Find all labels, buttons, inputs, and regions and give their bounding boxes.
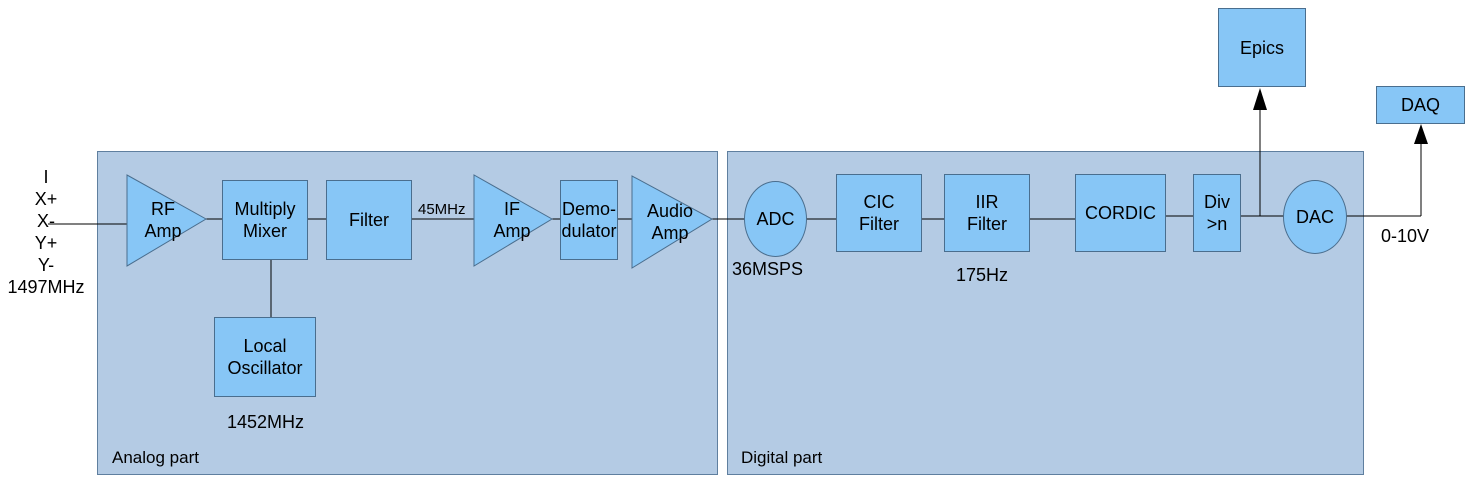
rf-amp-label: RF Amp <box>144 199 182 241</box>
analog-part-label: Analog part <box>112 448 199 467</box>
dac-block: DAC <box>1283 180 1347 254</box>
iir-frequency-label: 175Hz <box>956 265 1009 285</box>
dac-range-label: 0-10V <box>1381 226 1430 246</box>
input-signals-label: I X+ X- Y+ Y- 1497MHz <box>7 167 85 297</box>
iir-filter-block: IIR Filter <box>944 174 1030 252</box>
audio-amp-triangle <box>631 175 714 269</box>
audio-amp-label: Audio Amp <box>646 201 694 243</box>
if-amp-triangle <box>473 174 553 267</box>
cic-filter-block: CIC Filter <box>836 174 922 252</box>
if-frequency-label: 45MHz <box>418 201 466 218</box>
adc-block: ADC <box>744 181 807 257</box>
daq-block: DAQ <box>1376 86 1465 124</box>
rf-amp-triangle <box>126 174 208 267</box>
demodulator-block: Demo- dulator <box>560 180 618 260</box>
div-block: Div >n <box>1193 174 1241 252</box>
adc-sample-rate-label: 36MSPS <box>732 259 804 279</box>
lo-frequency-label: 1452MHz <box>227 412 305 432</box>
digital-part-label: Digital part <box>741 448 823 467</box>
if-amp-label: IF Amp <box>493 199 531 241</box>
cordic-block: CORDIC <box>1075 174 1166 252</box>
filter-block: Filter <box>326 180 412 260</box>
multiply-mixer-block: Multiply Mixer <box>222 180 308 260</box>
digital-part-region <box>727 151 1364 475</box>
local-oscillator-block: Local Oscillator <box>214 317 316 397</box>
epics-block: Epics <box>1218 8 1306 87</box>
